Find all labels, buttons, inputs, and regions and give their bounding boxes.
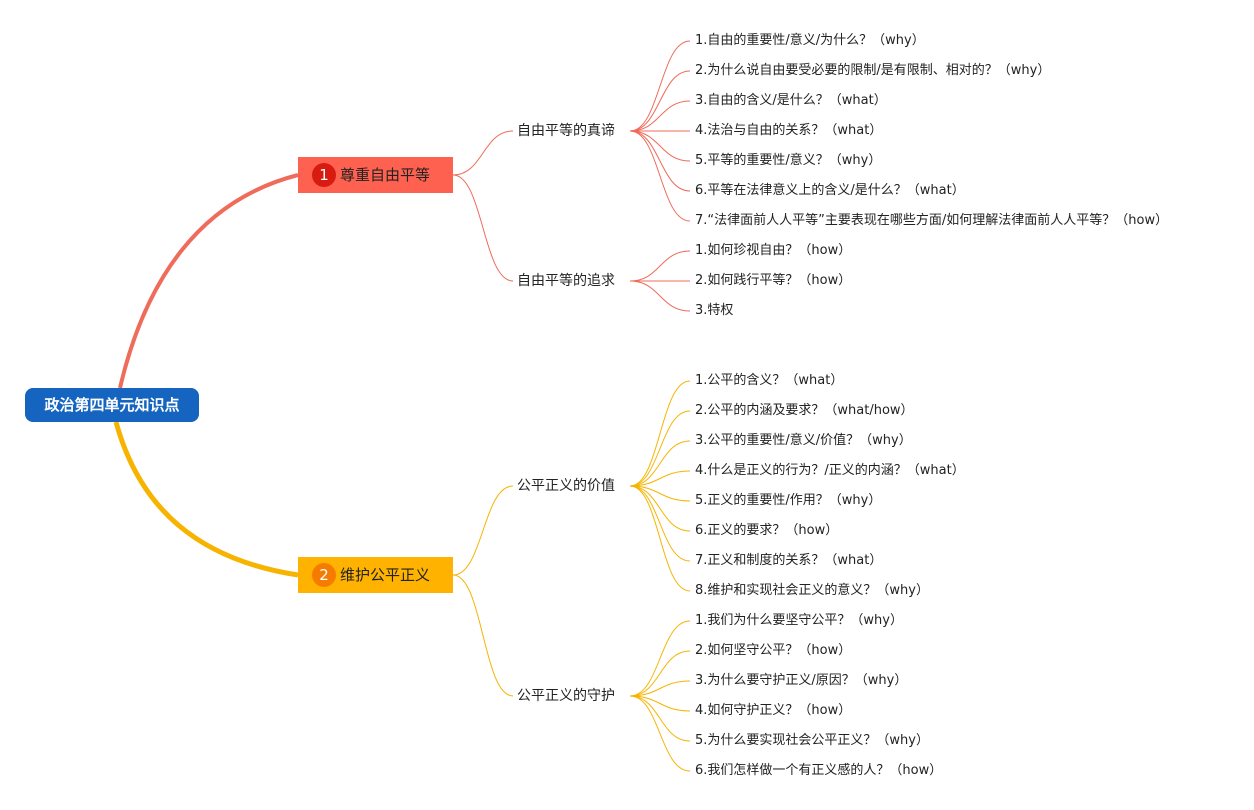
connector-line [452, 174, 514, 282]
connector-line [629, 485, 691, 592]
connector-line [629, 380, 691, 487]
leaf-node[interactable]: 3.特权 [695, 303, 734, 318]
leaf-node[interactable]: 5.为什么要实现社会公平正义？（why） [695, 733, 929, 748]
leaf-node[interactable]: 1.如何珍视自由？（how） [695, 243, 852, 258]
leaf-node[interactable]: 6.正义的要求？（how） [695, 523, 839, 538]
leaf-node[interactable]: 3.为什么要守护正义/原因？（why） [695, 673, 908, 688]
leaf-node[interactable]: 1.公平的含义？（what） [695, 373, 844, 388]
connector-line [629, 130, 691, 192]
branch-node-1[interactable]: 1 尊重自由平等 [298, 157, 453, 193]
root-label: 政治第四单元知识点 [44, 396, 180, 414]
leaf-node[interactable]: 3.自由的含义/是什么？（what） [695, 93, 887, 108]
leaf-node[interactable]: 6.平等在法律意义上的含义/是什么？（what） [695, 183, 965, 198]
number-badge-2: 2 [312, 563, 336, 587]
connector-line [629, 695, 691, 712]
connector-line [629, 410, 691, 487]
leaf-node[interactable]: 5.平等的重要性/意义？（why） [695, 153, 882, 168]
branch-label-2: 维护公平正义 [340, 566, 431, 584]
leaf-node[interactable]: 4.什么是正义的行为？/正义的内涵？（what） [695, 463, 965, 478]
branch-label-1: 尊重自由平等 [340, 166, 431, 184]
connector-line [629, 440, 691, 487]
connector-line [629, 130, 691, 162]
connector-line [629, 130, 691, 222]
topic-node[interactable]: 公平正义的守护 [517, 688, 615, 704]
leaf-node[interactable]: 8.维护和实现社会正义的意义？（why） [695, 583, 929, 598]
connector-line [452, 130, 514, 176]
connector-line [629, 680, 691, 697]
leaf-node[interactable]: 1.我们为什么要坚守公平？（why） [695, 613, 903, 628]
root-to-branch-1-link [118, 173, 299, 389]
connector-line [452, 485, 514, 576]
leaf-node[interactable]: 3.公平的重要性/意义/价值？（why） [695, 433, 912, 448]
connector-line [629, 485, 691, 532]
connector-line [452, 574, 514, 697]
connector-line [629, 250, 691, 282]
connector-line [629, 650, 691, 697]
connector-line [629, 695, 691, 772]
connector-line [629, 40, 691, 132]
topic-node[interactable]: 自由平等的真谛 [517, 123, 615, 139]
connector-line [629, 695, 691, 742]
connector-line [629, 485, 691, 502]
leaf-node[interactable]: 2.公平的内涵及要求？（what/how） [695, 403, 914, 418]
leaf-node[interactable]: 1.自由的重要性/意义/为什么？（why） [695, 33, 925, 48]
leaf-node[interactable]: 6.我们怎样做一个有正义感的人？（how） [695, 763, 943, 778]
leaf-node[interactable]: 7.正义和制度的关系？（what） [695, 553, 883, 568]
connector-line [629, 470, 691, 487]
leaf-node[interactable]: 7.“法律面前人人平等”主要表现在哪些方面/如何理解法律面前人人平等？（how） [695, 213, 1169, 228]
connector-line [629, 70, 691, 132]
root-node[interactable]: 政治第四单元知识点 [25, 388, 199, 422]
topic-node[interactable]: 公平正义的价值 [517, 478, 615, 494]
connector-line [629, 620, 691, 697]
leaf-node[interactable]: 5.正义的重要性/作用？（why） [695, 493, 882, 508]
topic-node[interactable]: 自由平等的追求 [517, 273, 615, 289]
connector-line [629, 280, 691, 312]
leaf-node[interactable]: 2.如何践行平等？（how） [695, 273, 852, 288]
connector-line [629, 100, 691, 132]
leaf-node[interactable]: 2.如何坚守公平？（how） [695, 643, 852, 658]
root-to-branch-2-link [113, 421, 299, 578]
branch-node-2[interactable]: 2 维护公平正义 [298, 557, 453, 593]
leaf-node[interactable]: 4.如何守护正义？（how） [695, 703, 852, 718]
number-badge-1: 1 [312, 163, 336, 187]
connector-line [629, 485, 691, 562]
leaf-node[interactable]: 4.法治与自由的关系？（what） [695, 123, 883, 138]
leaf-node[interactable]: 2.为什么说自由要受必要的限制/是有限制、相对的？（why） [695, 63, 1051, 78]
